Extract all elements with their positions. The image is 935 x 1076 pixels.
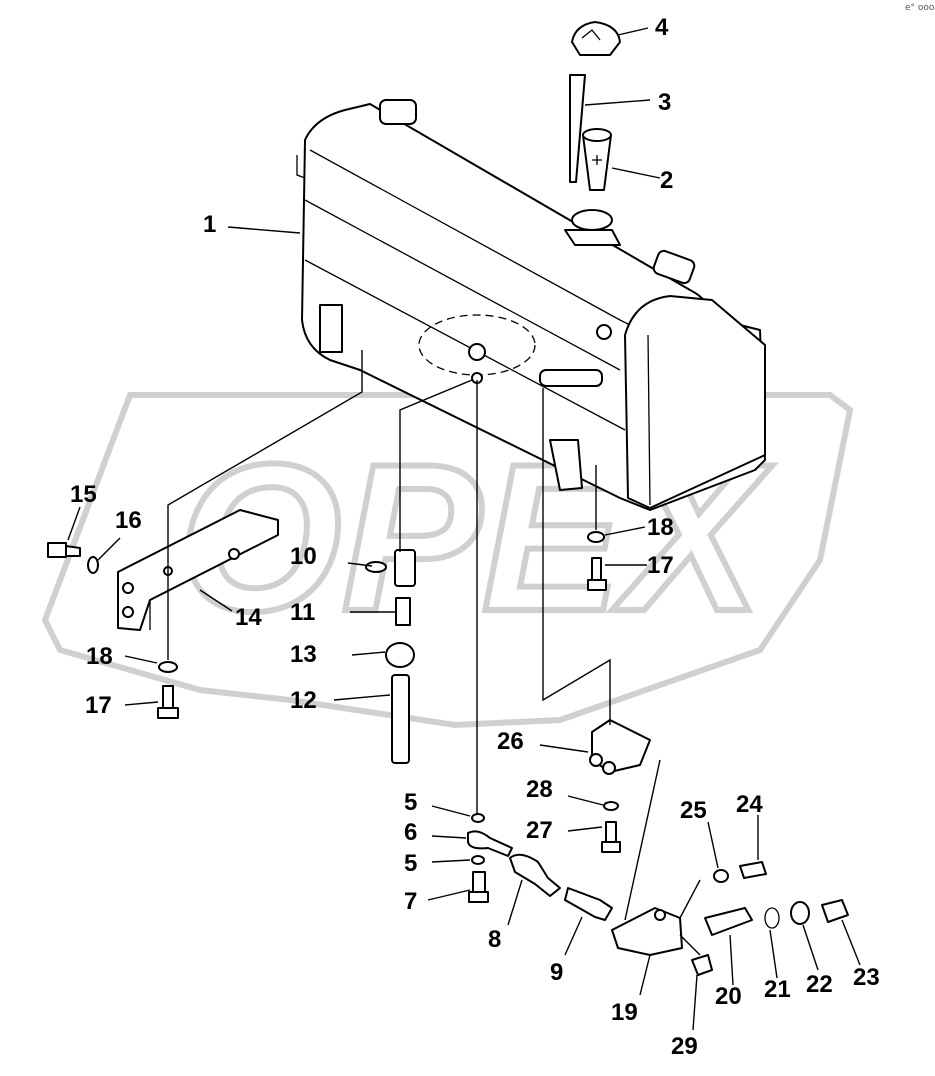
callout-23: 23 <box>853 964 880 991</box>
callout-27: 27 <box>526 817 553 844</box>
callout-5b: 5 <box>404 850 417 877</box>
callout-16: 16 <box>115 507 142 534</box>
hose-8 <box>509 853 561 897</box>
assembly-lines <box>167 350 701 956</box>
bolt-17-right <box>587 557 607 591</box>
callout-5a: 5 <box>404 789 417 816</box>
washer-25 <box>713 869 729 883</box>
filler-cap <box>571 21 621 56</box>
drain-hose <box>391 674 410 764</box>
callout-24: 24 <box>736 791 763 818</box>
dust-cap <box>790 901 810 925</box>
callout-26: 26 <box>497 728 524 755</box>
callout-10: 10 <box>290 543 317 570</box>
drain-valve <box>394 549 416 587</box>
callout-21: 21 <box>764 976 791 1003</box>
callout-28: 28 <box>526 776 553 803</box>
callout-9: 9 <box>550 959 563 986</box>
callout-14: 14 <box>235 604 262 631</box>
washer-28 <box>603 801 619 811</box>
washer-5-lower <box>471 855 485 865</box>
callout-12: 12 <box>290 687 317 714</box>
fitting-20 <box>704 907 753 936</box>
valve-body <box>611 907 683 956</box>
tank-bracket <box>117 509 279 631</box>
callout-2: 2 <box>660 167 673 194</box>
washer-18-right <box>587 531 605 543</box>
callout-6: 6 <box>404 819 417 846</box>
callout-18a: 18 <box>86 643 113 670</box>
valve-handle <box>365 561 387 573</box>
callout-11: 11 <box>290 599 315 626</box>
callout-19: 19 <box>611 999 638 1026</box>
banjo-fitting <box>467 830 513 857</box>
callout-25: 25 <box>680 797 707 824</box>
callout-29: 29 <box>671 1033 698 1060</box>
callout-17a: 17 <box>85 692 112 719</box>
callout-17b: 17 <box>647 552 674 579</box>
callout-1: 1 <box>203 211 216 238</box>
callout-20: 20 <box>715 983 742 1010</box>
washer-18-left <box>158 661 178 673</box>
fitting-11 <box>395 597 411 626</box>
hose-clamp <box>385 642 415 668</box>
fitting-29 <box>691 954 713 976</box>
dipstick <box>569 74 586 183</box>
callout-7: 7 <box>404 888 417 915</box>
callout-18b: 18 <box>647 514 674 541</box>
callout-15: 15 <box>70 481 97 508</box>
bolt-24 <box>739 861 767 879</box>
corner-mark: e° ooo <box>905 3 935 13</box>
callout-3: 3 <box>658 89 671 116</box>
snap-ring <box>764 907 780 929</box>
washer-16 <box>87 556 99 574</box>
bolt-27 <box>601 821 621 853</box>
washer-5-upper <box>471 813 485 823</box>
valve-9 <box>564 887 613 921</box>
callout-13: 13 <box>290 641 317 668</box>
bolt-17-left <box>157 685 179 719</box>
callout-4: 4 <box>655 14 669 41</box>
plug-23 <box>821 899 849 923</box>
callout-labels: 1 2 3 4 5 5 6 7 8 9 10 11 12 13 14 15 16… <box>70 14 880 1060</box>
fuel-tank <box>296 99 766 511</box>
banjo-bolt <box>468 871 489 903</box>
callout-leaders <box>67 27 861 1031</box>
callout-22: 22 <box>806 971 833 998</box>
callout-8: 8 <box>488 926 501 953</box>
filler-strainer <box>582 128 612 191</box>
bolt-15 <box>47 542 81 558</box>
